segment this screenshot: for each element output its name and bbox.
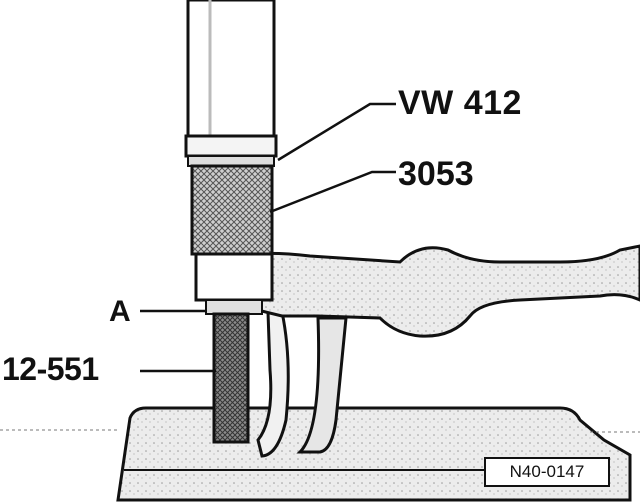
label-12-551: 12-551 [2,351,99,387]
label-3053: 3053 [398,155,474,193]
knurled-sleeve-3053 [190,164,274,256]
leader-lines [140,102,396,373]
pin-12-551 [212,312,250,444]
support-column [256,310,348,458]
tube-vw-412 [184,0,278,167]
label-vw-412: VW 412 [398,84,522,122]
figure-reference: N40-0147 [484,457,610,487]
label-a: A [109,295,131,328]
collar-a [194,252,274,315]
